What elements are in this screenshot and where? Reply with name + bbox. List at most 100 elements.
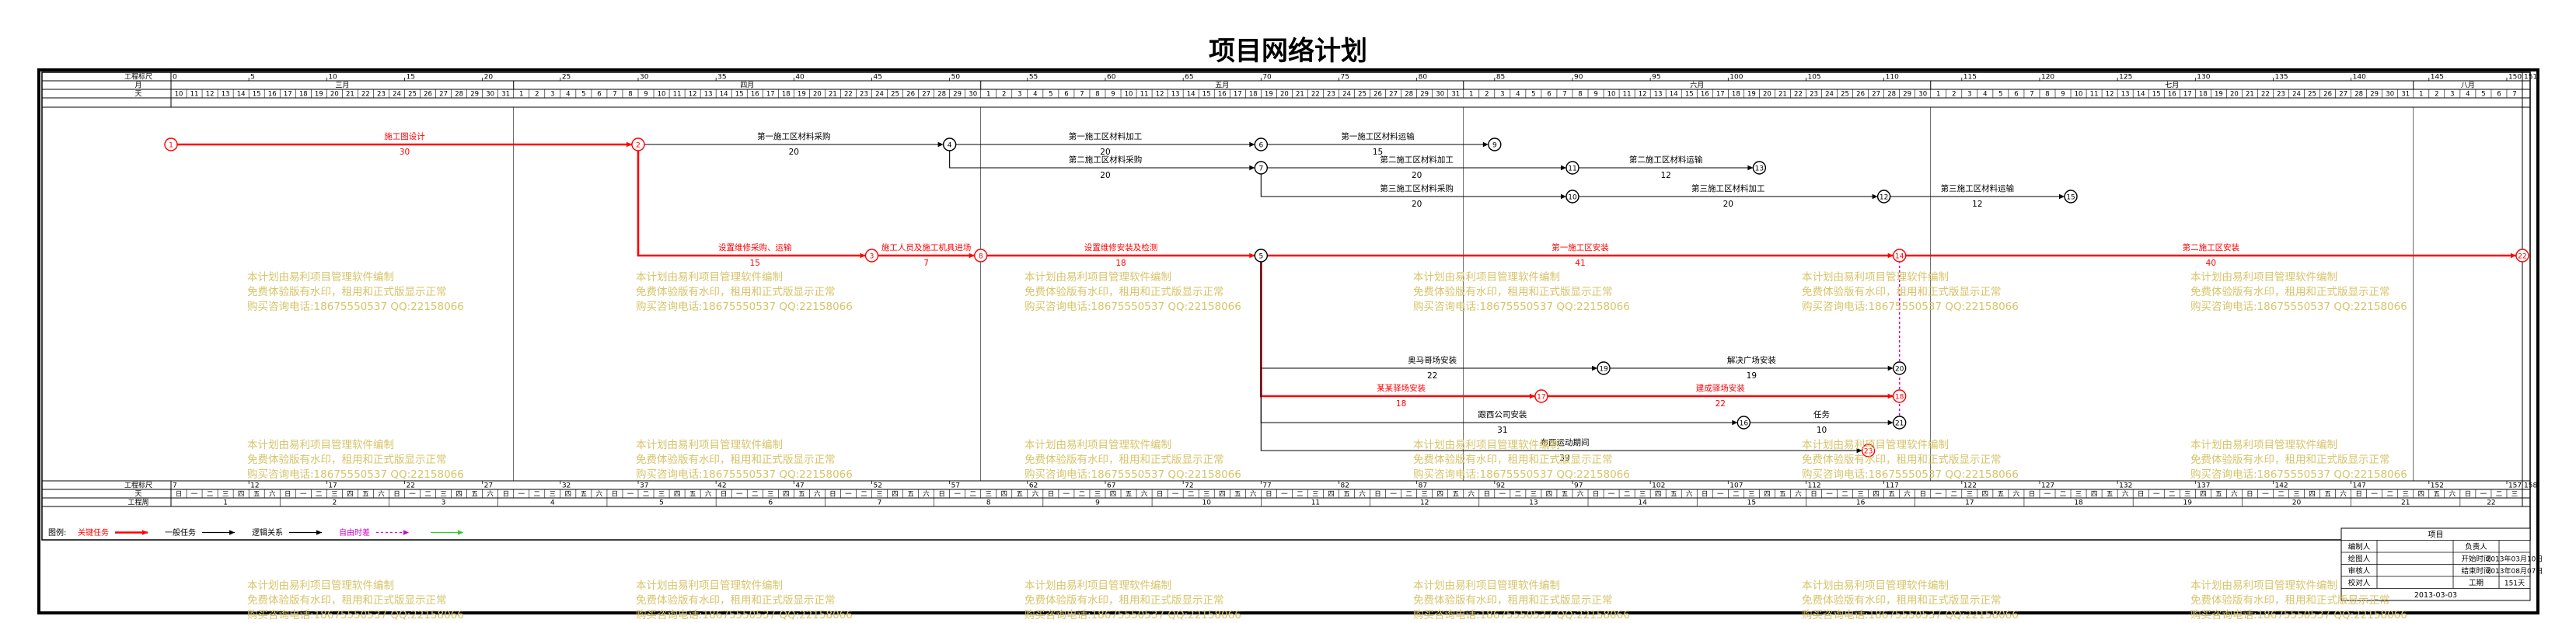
week-label: 8 (986, 499, 991, 507)
scale-tick-label: 125 (2119, 74, 2132, 82)
day-label: 17 (766, 91, 775, 99)
day-label: 5 (2481, 91, 2485, 99)
footer-scale-tick-label: 12 (250, 482, 259, 490)
scale-tick-label: 60 (1107, 74, 1116, 82)
day-label: 28 (937, 91, 946, 99)
weekday-label: 三 (1312, 491, 1319, 499)
weekday-label: 四 (347, 491, 354, 499)
footer-scale-tick-label: 27 (484, 482, 493, 490)
day-label: 25 (891, 91, 899, 99)
weekday-label: 六 (269, 490, 276, 499)
event-node-label: 19 (1599, 366, 1608, 374)
day-label: 18 (299, 91, 308, 99)
weekday-label: 日 (829, 491, 836, 499)
task-arrowhead (2059, 193, 2065, 200)
task-arrow (1260, 168, 1566, 197)
weekday-label: 六 (923, 490, 930, 499)
footer-scale-tick-label: 32 (562, 482, 571, 490)
weekday-label: 一 (2480, 491, 2487, 499)
day-label: 2 (1002, 91, 1006, 99)
footer-scale-tick-label: 142 (2274, 482, 2288, 490)
event-node-label: 17 (1537, 394, 1545, 402)
day-label: 9 (644, 91, 647, 99)
weekday-label: 三 (1639, 491, 1646, 499)
task-name: 奥马哥场安装 (1408, 355, 1457, 365)
task-arrowhead (1887, 252, 1894, 259)
weekday-label: 一 (300, 491, 307, 499)
day-label: 24 (393, 91, 401, 99)
legend-logic-relation-label: 逻辑关系 (252, 527, 283, 538)
weekday-label: 二 (1188, 491, 1195, 499)
week-label: 10 (1202, 499, 1211, 507)
footer-scale-tick-label: 97 (1574, 482, 1583, 490)
day-label: 3 (2450, 91, 2454, 99)
weekday-label: 一 (1063, 491, 1070, 499)
day-label: 20 (1763, 91, 1771, 99)
task-name: 第一施工区材料采购 (757, 131, 831, 141)
weekday-label: 五 (1343, 491, 1350, 499)
month-label: 八月 (2461, 82, 2475, 90)
task-duration: 40 (2206, 259, 2216, 268)
day-label: 22 (361, 91, 370, 99)
weekday-label: 六 (596, 490, 603, 499)
day-label: 8 (1095, 91, 1099, 99)
scale-tick-label: 120 (2041, 74, 2054, 82)
weekday-label: 三 (550, 491, 557, 499)
day-label: 6 (1064, 91, 1068, 99)
week-label: 5 (659, 499, 664, 507)
weekday-label: 日 (1048, 491, 1055, 499)
week-label: 13 (1529, 499, 1538, 507)
day-label: 2 (535, 91, 539, 99)
day-label: 17 (2183, 91, 2192, 99)
weekday-label: 二 (1951, 491, 1958, 499)
weekday-label: 四 (1328, 491, 1335, 499)
weekday-label: 五 (1779, 491, 1786, 499)
scale-tick-label: 85 (1496, 74, 1505, 82)
event-node (1565, 190, 1579, 204)
scale-tick-label: 115 (1963, 74, 1977, 82)
day-label: 18 (1249, 91, 1258, 99)
day-label: 19 (2215, 91, 2223, 99)
task-arrow (1260, 256, 1535, 398)
day-label: 30 (969, 91, 977, 99)
weekday-label: 二 (643, 491, 650, 499)
weekday-label: 五 (1234, 491, 1241, 499)
day-label: 10 (2075, 91, 2083, 99)
day-label: 16 (1218, 91, 1227, 99)
weekday-label: 三 (1203, 491, 1210, 499)
footer-scale-tick-label: 132 (2119, 482, 2132, 490)
day-label: 15 (1685, 91, 1694, 99)
day-label: 29 (953, 91, 962, 99)
weekday-label: 一 (409, 491, 416, 499)
weekday-label: 三 (985, 491, 992, 499)
footer-scale-tick-label: 127 (2041, 482, 2054, 490)
weekday-label: 四 (1873, 491, 1880, 499)
weekday-label: 五 (1562, 491, 1569, 499)
week-label: 20 (2292, 499, 2302, 507)
day-label: 23 (860, 91, 868, 99)
day-label: 15 (735, 91, 744, 99)
weekday-label: 二 (1841, 491, 1848, 499)
weekday-label: 三 (1967, 491, 1974, 499)
week-label: 12 (1420, 499, 1429, 507)
event-node (1861, 444, 1876, 458)
day-label: 24 (2292, 91, 2301, 99)
weekday-label: 一 (627, 491, 634, 499)
weekday-label: 六 (1032, 490, 1039, 499)
day-label: 19 (1747, 91, 1756, 99)
event-node-label: 23 (1864, 448, 1873, 456)
task-name: 第一施工区安装 (1552, 242, 1609, 252)
weekday-label: 三 (1748, 491, 1755, 499)
scale-tick-label: 55 (1029, 74, 1038, 82)
weekday-label: 四 (238, 491, 245, 499)
event-node-label: 15 (2066, 194, 2075, 202)
event-node (1892, 249, 1907, 263)
day-label: 18 (1732, 91, 1740, 99)
weekday-label: 三 (1857, 491, 1864, 499)
task-arrow (637, 144, 866, 257)
event-node-label: 6 (1258, 142, 1263, 150)
week-label: 6 (768, 499, 773, 507)
weekday-label: 二 (1079, 491, 1086, 499)
day-label: 3 (550, 91, 554, 99)
weekday-label: 六 (814, 490, 821, 499)
